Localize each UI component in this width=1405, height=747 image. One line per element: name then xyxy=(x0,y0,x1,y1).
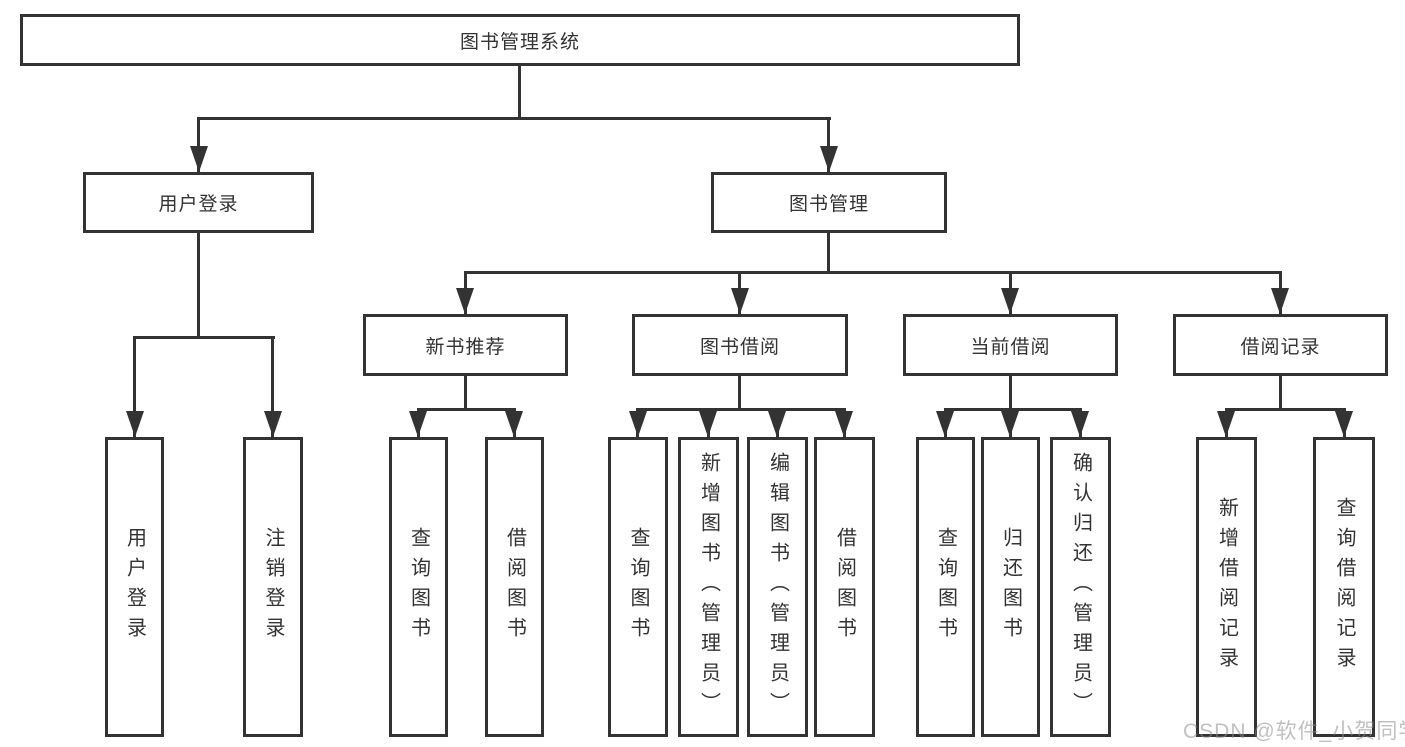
connector-line xyxy=(1225,408,1346,411)
node-label: 注销登录 xyxy=(262,527,284,647)
node-book-borrow: 图书借阅 xyxy=(632,314,848,376)
leaf-borrow-books-1: 借阅图书 xyxy=(485,437,544,737)
leaf-user-login: 用户登录 xyxy=(105,437,164,737)
node-label: 查询借阅记录 xyxy=(1333,497,1355,677)
arrow-down-icon xyxy=(456,288,474,314)
node-label: 新增借阅记录 xyxy=(1215,497,1238,677)
connector-line xyxy=(944,408,1082,411)
arrow-down-icon xyxy=(1001,288,1019,314)
node-label: 编辑图书（管理员） xyxy=(766,452,789,722)
arrow-down-icon xyxy=(264,411,282,437)
connector-line xyxy=(636,408,846,411)
node-label: 图书管理系统 xyxy=(459,31,580,53)
connector-line xyxy=(1279,376,1282,408)
leaf-query-borrow-record: 查询借阅记录 xyxy=(1313,437,1375,737)
leaf-return-books: 归还图书 xyxy=(981,437,1040,737)
node-label: 图书借阅 xyxy=(699,336,780,358)
node-label: 查询图书 xyxy=(407,527,430,647)
arrow-down-icon xyxy=(409,411,427,437)
arrow-down-icon xyxy=(936,411,954,437)
arrow-down-icon xyxy=(820,146,838,172)
node-root: 图书管理系统 xyxy=(20,14,1020,66)
node-borrow-records: 借阅记录 xyxy=(1173,314,1388,376)
node-label: 查询图书 xyxy=(627,527,649,647)
arrow-down-icon xyxy=(768,411,786,437)
connector-line xyxy=(133,336,275,339)
node-book-management: 图书管理 xyxy=(711,172,947,233)
leaf-borrow-books-2: 借阅图书 xyxy=(814,437,875,737)
csdn-watermark: CSDN @软件_小贺同学 xyxy=(1183,720,1405,743)
connector-line xyxy=(464,376,467,408)
arrow-down-icon xyxy=(126,411,144,437)
arrow-down-icon xyxy=(1271,288,1289,314)
arrow-down-icon xyxy=(1001,411,1019,437)
node-user-login: 用户登录 xyxy=(83,172,314,233)
node-label: 用户登录 xyxy=(158,194,239,215)
connector-line xyxy=(417,408,516,411)
arrow-down-icon xyxy=(629,411,647,437)
node-label: 新增图书（管理员） xyxy=(697,452,720,722)
connector-line xyxy=(197,233,200,336)
leaf-add-books-admin: 新增图书（管理员） xyxy=(678,437,739,737)
connector-line xyxy=(133,339,136,437)
arrow-down-icon xyxy=(731,288,749,314)
leaf-edit-books-admin: 编辑图书（管理员） xyxy=(747,437,808,737)
connector-line xyxy=(518,66,521,120)
arrow-down-icon xyxy=(1071,411,1089,437)
node-label: 用户登录 xyxy=(123,527,146,647)
node-label: 借阅图书 xyxy=(833,527,856,647)
node-label: 图书管理 xyxy=(788,194,869,215)
connector-line xyxy=(738,376,741,408)
leaf-confirm-return-admin: 确认归还（管理员） xyxy=(1050,437,1111,737)
node-new-book-recommend: 新书推荐 xyxy=(363,314,568,376)
connector-line xyxy=(271,339,274,437)
arrow-down-icon xyxy=(699,411,717,437)
connector-line xyxy=(464,271,1282,274)
arrow-down-icon xyxy=(1217,411,1235,437)
node-label: 归还图书 xyxy=(999,527,1022,647)
leaf-query-books-2: 查询图书 xyxy=(608,437,668,737)
node-label: 确认归还（管理员） xyxy=(1069,452,1092,722)
arrow-down-icon xyxy=(1335,411,1353,437)
node-label: 当前借阅 xyxy=(970,336,1051,358)
node-label: 新书推荐 xyxy=(425,336,506,358)
node-label: 查询图书 xyxy=(934,527,957,647)
connector-line xyxy=(197,117,831,120)
connector-line xyxy=(1009,376,1012,408)
arrow-down-icon xyxy=(505,411,523,437)
connector-line xyxy=(827,233,830,274)
node-label: 借阅图书 xyxy=(503,527,526,647)
leaf-query-books-3: 查询图书 xyxy=(916,437,975,737)
leaf-add-borrow-record: 新增借阅记录 xyxy=(1196,437,1257,737)
leaf-query-books-1: 查询图书 xyxy=(389,437,448,737)
node-current-borrow: 当前借阅 xyxy=(903,314,1118,376)
node-label: 借阅记录 xyxy=(1240,336,1321,358)
arrow-down-icon xyxy=(835,411,853,437)
arrow-down-icon xyxy=(190,146,208,172)
leaf-logout: 注销登录 xyxy=(243,437,303,737)
